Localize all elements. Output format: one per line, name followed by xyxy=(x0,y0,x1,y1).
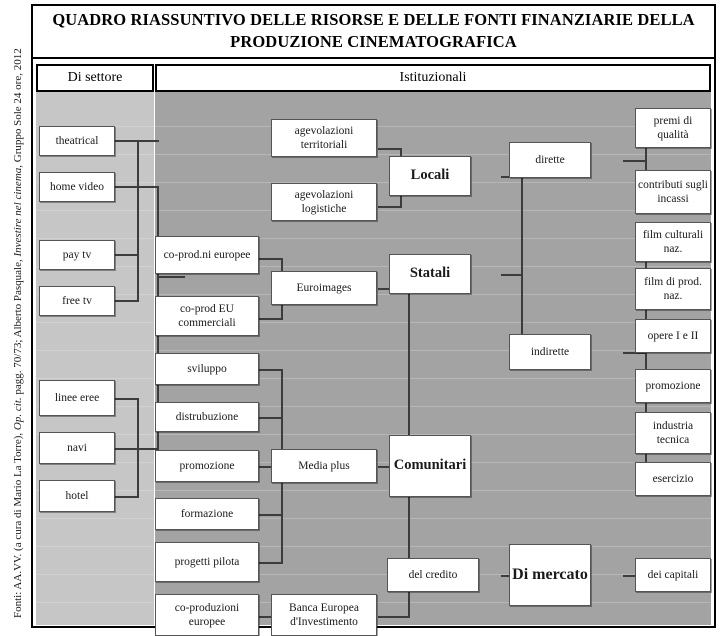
connector xyxy=(378,206,402,208)
node-navi[interactable]: navi xyxy=(39,432,115,464)
node-progetti-pilota[interactable]: progetti pilota xyxy=(155,542,259,582)
column-header-istituzionali: Istituzionali xyxy=(155,64,711,92)
connector xyxy=(378,148,402,150)
page-title: QUADRO RIASSUNTIVO DELLE RISORSE E DELLE… xyxy=(52,10,695,51)
node-free-tv[interactable]: free tv xyxy=(39,286,115,316)
node-opere-i-e-ii[interactable]: opere I e II xyxy=(635,319,711,353)
node-indirette[interactable]: indirette xyxy=(509,334,591,370)
connector xyxy=(259,562,283,564)
node-distrubuzione[interactable]: distrubuzione xyxy=(155,402,259,432)
connector xyxy=(115,398,139,400)
node-co-produzioni-europee[interactable]: co-produzioni europee xyxy=(155,594,259,636)
node-contributi-incassi[interactable]: contributi sugli incassi xyxy=(635,170,711,214)
node-euroimages[interactable]: Euroimages xyxy=(271,271,377,305)
node-agevolazioni-territoriali[interactable]: agevolazioni territoriali xyxy=(271,119,377,157)
connector xyxy=(115,496,139,498)
node-formazione[interactable]: formazione xyxy=(155,498,259,530)
connector xyxy=(623,352,647,354)
node-comunitari[interactable]: Comunitari xyxy=(389,435,471,497)
source-suffix: , Gruppo Sole 24 ore, 2012 xyxy=(12,48,24,168)
connector xyxy=(521,160,523,354)
title-divider xyxy=(33,57,714,59)
node-pay-tv[interactable]: pay tv xyxy=(39,240,115,270)
node-esercizio[interactable]: esercizio xyxy=(635,462,711,496)
source-italic-investire: Investire nel cinema xyxy=(12,167,24,257)
node-co-prod-eu-commerciali[interactable]: co-prod EU commerciali xyxy=(155,296,259,336)
connector xyxy=(259,258,283,260)
connector xyxy=(259,369,283,371)
node-agevolazioni-logistiche[interactable]: agevolazioni logistiche xyxy=(271,183,377,221)
node-promozione-right[interactable]: promozione xyxy=(635,369,711,403)
node-sviluppo[interactable]: sviluppo xyxy=(155,353,259,385)
node-del-credito[interactable]: del credito xyxy=(387,558,479,592)
node-dei-capitali[interactable]: dei capitali xyxy=(635,558,711,592)
connector xyxy=(115,186,139,188)
connector xyxy=(645,128,647,194)
source-middle: pagg. 70/73; Alberto Pasquale, xyxy=(12,256,24,398)
node-theatrical[interactable]: theatrical xyxy=(39,126,115,156)
connector xyxy=(137,163,139,277)
connector xyxy=(501,274,523,276)
connector xyxy=(137,398,139,498)
connector xyxy=(115,300,139,302)
connector xyxy=(137,254,139,302)
node-media-plus[interactable]: Media plus xyxy=(271,449,377,483)
node-banca-europea[interactable]: Banca Europea d'Investimento xyxy=(271,594,377,636)
source-citation: Fonti: AA.VV. (a cura di Mario La Torre)… xyxy=(10,0,26,618)
connector xyxy=(645,242,647,476)
node-industria-tecnica[interactable]: industria tecnica xyxy=(635,412,711,454)
connector xyxy=(259,417,283,419)
connector xyxy=(623,160,647,162)
node-locali[interactable]: Locali xyxy=(389,156,471,196)
source-prefix: Fonti: AA.VV. (a cura di Mario La Torre)… xyxy=(12,430,24,618)
connector xyxy=(259,318,283,320)
connector xyxy=(408,466,410,618)
node-statali[interactable]: Statali xyxy=(389,254,471,294)
column-header-di-settore: Di settore xyxy=(36,64,154,92)
node-film-di-prod-naz[interactable]: film di prod. naz. xyxy=(635,268,711,310)
source-italic-opcit: Op. cit. xyxy=(12,397,24,431)
node-hotel[interactable]: hotel xyxy=(39,480,115,512)
node-home-video[interactable]: home video xyxy=(39,172,115,202)
node-film-culturali-naz[interactable]: film culturali naz. xyxy=(635,222,711,262)
node-premi-di-qualita[interactable]: premi di qualità xyxy=(635,108,711,148)
connector xyxy=(115,254,139,256)
connector xyxy=(408,288,410,467)
title-band: QUADRO RIASSUNTIVO DELLE RISORSE E DELLE… xyxy=(33,6,714,56)
node-di-mercato[interactable]: Di mercato xyxy=(509,544,591,606)
connector xyxy=(137,186,159,188)
connector xyxy=(259,514,283,516)
node-dirette[interactable]: dirette xyxy=(509,142,591,178)
node-co-prodni-europee[interactable]: co-prod.ni europee xyxy=(155,236,259,274)
connector xyxy=(157,276,185,278)
node-linee-eree[interactable]: linee eree xyxy=(39,380,115,416)
connector xyxy=(378,616,410,618)
diagram-frame: QUADRO RIASSUNTIVO DELLE RISORSE E DELLE… xyxy=(31,4,716,636)
node-promozione[interactable]: promozione xyxy=(155,450,259,482)
